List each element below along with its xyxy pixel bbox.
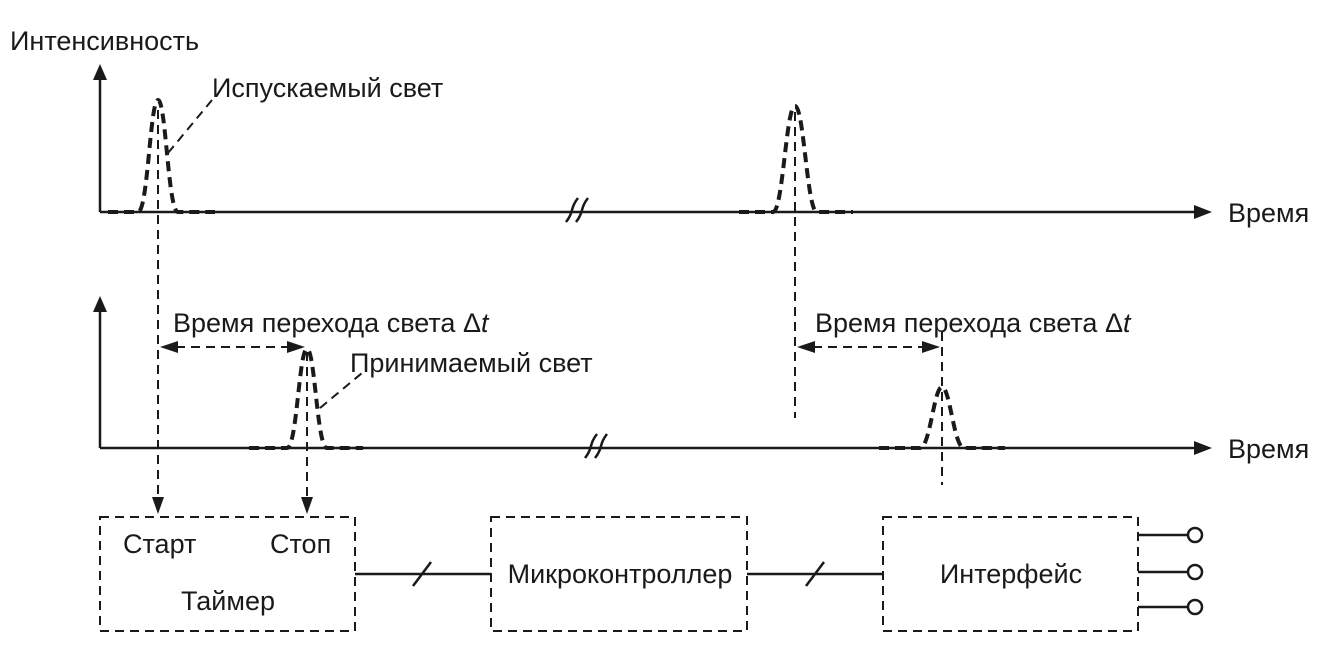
microcontroller-title: Микроконтроллер bbox=[508, 559, 733, 589]
output-terminal-1 bbox=[1186, 526, 1204, 544]
transit-time-2-label: Время перехода света Δt bbox=[815, 308, 1132, 338]
transit-time-2-right-arrow bbox=[922, 341, 940, 353]
stop-guide-arrow bbox=[301, 497, 313, 514]
timer-mcu-bus-slash bbox=[412, 561, 432, 587]
start-guide-arrow bbox=[152, 497, 164, 514]
transit-time-1-right-arrow bbox=[287, 341, 305, 353]
emitted-light-plot: Время Испускаемый свет bbox=[93, 64, 1309, 228]
emitted-light-leader bbox=[167, 99, 213, 154]
top-y-axis-arrow bbox=[93, 64, 107, 80]
top-time-label: Время bbox=[1228, 198, 1309, 228]
mcu-interface-bus-slash bbox=[805, 561, 825, 587]
bottom-y-axis-arrow bbox=[93, 296, 107, 312]
bottom-time-label: Время bbox=[1228, 434, 1309, 464]
emitted-pulse-2 bbox=[739, 103, 853, 214]
bottom-axis-break bbox=[584, 433, 608, 459]
microcontroller-block: Микроконтроллер bbox=[490, 516, 748, 632]
timer-title: Таймер bbox=[181, 586, 275, 616]
interface-block: Интерфейс bbox=[882, 516, 1139, 632]
interface-box bbox=[882, 516, 1139, 632]
received-pulse-2 bbox=[879, 384, 1005, 450]
transit-time-1: Время перехода света Δt bbox=[160, 308, 490, 353]
transit-time-2: Время перехода света Δt bbox=[797, 308, 1132, 353]
emitted-light-label: Испускаемый свет bbox=[212, 73, 443, 103]
received-light-label: Принимаемый свет bbox=[350, 348, 593, 378]
top-axis-break bbox=[565, 197, 589, 223]
interface-title: Интерфейс bbox=[940, 559, 1082, 589]
emitted-pulse-1 bbox=[108, 97, 215, 214]
output-terminal-2 bbox=[1186, 563, 1204, 581]
transit-time-2-left-arrow bbox=[797, 341, 815, 353]
timer-stop-label: Стоп bbox=[270, 529, 331, 559]
transit-time-1-label: Время перехода света Δt bbox=[173, 308, 490, 338]
output-terminals bbox=[1138, 526, 1204, 616]
timer-box bbox=[99, 516, 356, 632]
y-axis-label: Интенсивность bbox=[10, 26, 199, 56]
timer-start-label: Старт bbox=[123, 529, 196, 559]
output-terminal-3 bbox=[1186, 598, 1204, 616]
received-pulse-1 bbox=[249, 346, 363, 450]
bottom-time-axis-arrow bbox=[1194, 441, 1212, 455]
timer-block: Старт Стоп Таймер bbox=[99, 516, 356, 632]
top-time-axis-arrow bbox=[1194, 205, 1212, 219]
received-light-plot: Время Принимаемый свет bbox=[93, 296, 1309, 464]
transit-time-1-left-arrow bbox=[160, 341, 178, 353]
microcontroller-box bbox=[490, 516, 748, 632]
received-light-leader bbox=[319, 372, 363, 409]
